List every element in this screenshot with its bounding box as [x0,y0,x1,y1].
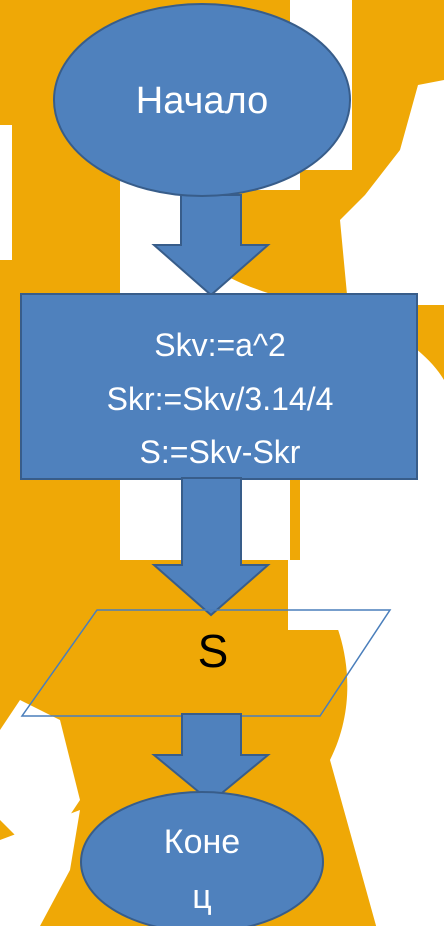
start-terminator: Начало [53,3,351,197]
flow-arrow-2 [151,477,271,617]
end-label-line-2: ц [192,878,211,916]
end-label-line-1: Коне [164,823,240,861]
process-block: Skv:=a^2 Skr:=Skv/3.14/4 S:=Skv-Skr [20,293,418,480]
output-parallelogram: S [20,609,392,717]
end-terminator: Коне ц [80,791,324,931]
output-label: S [198,625,229,677]
start-label: Начало [136,80,268,122]
process-line-3: S:=Skv-Skr [140,434,301,470]
flow-arrow-1 [151,194,271,297]
process-line-1: Skv:=a^2 [154,327,286,363]
flow-arrow-3 [151,713,271,804]
process-line-2: Skr:=Skv/3.14/4 [107,381,334,417]
